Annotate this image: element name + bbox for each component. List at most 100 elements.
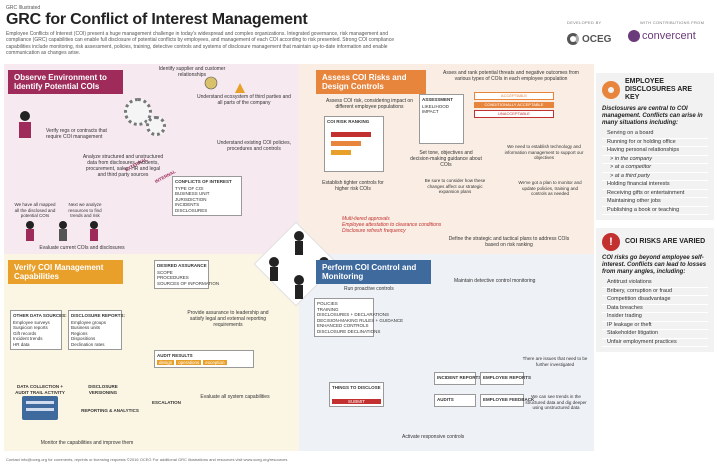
things-to-disclose-card: THINGS TO DISCLOSE SUBMIT [329,382,384,407]
observe-analyze: Analyze structured and unstructured data… [82,154,164,178]
oceg-logo[interactable]: OCEG [567,33,611,45]
other-sources-card: OTHER DATA SOURCES: Employee surveys Sus… [10,310,67,350]
key-icon [602,81,620,99]
report-item: Business units [71,325,101,330]
kicker: GRC Illustrated [6,5,41,11]
disclosure-situation: > at a third party [602,173,708,181]
audits-title: AUDITS [437,397,454,402]
perform-maintain: Maintain detective control monitoring [454,278,536,284]
sidebar: EMPLOYEE DISCLOSURES ARE KEY Disclosures… [596,73,714,352]
intro-text: Employee Conflicts of Interest (COI) pre… [6,31,394,56]
assessment-card: ASSESSMENT LIKELIHOOD IMPACT [419,94,464,144]
control-list-item: TRAINING [317,306,339,312]
audit-results-card: AUDIT RESULTS design operations exceptio… [154,350,254,368]
audits-card: AUDITS [434,394,476,407]
risk-item: IP leakage or theft [602,322,708,330]
risks-lead: COI risks go beyond employee self-intere… [602,255,707,275]
source-item: Incident trends [13,336,43,341]
verify-reporting: REPORTING & ANALYTICS [81,408,139,413]
audit-columns: design operations exception [157,359,251,365]
assess-set-tone: Set tone, objectives and decision-making… [410,150,482,168]
perform-issues: There are issues that need to be further… [522,356,588,367]
control-item: Employee attestation to clearance condit… [342,222,442,228]
disclosure-reports-title: DISCLOSURE REPORTS: [71,313,126,318]
control-list-card: POLICIES TRAINING DISCLOSURES + DECLARAT… [314,298,404,337]
verify-banner: Verify COI Management Capabilities [8,260,123,284]
convercent-mark-icon [628,30,640,42]
desired-assurance-title: DESIRED ASSURANCE [157,263,207,268]
control-list-item: DISCLOSURE DECLINATIONS [317,328,381,334]
coi-ranking-card: COI RISK RANKING [324,116,384,172]
conflicts-card-title: CONFLICTS OF INTEREST [175,179,232,184]
report-item: Declination rates [71,341,105,347]
submit-button[interactable]: SUBMIT [332,398,381,404]
perform-quadrant [299,254,594,451]
acceptable-level: ACCEPTABLE [474,92,554,100]
observe-verify-regs: Verify regs or contracts that require CO… [46,128,107,140]
desired-item: PROCEDURES [157,275,189,280]
assess-define: Define the strategic and tactical plans … [448,236,570,248]
disclosure-situation: > at a competitor [602,164,708,173]
server-icon [22,396,58,420]
incident-reports-card: INCIDENT REPORTS [434,372,481,385]
observe-evaluate: Evaluate current COIs and disclosures [39,245,125,251]
oceg-wordmark: OCEG [582,33,612,45]
risks-list: Antitrust violations Bribery, corruption… [602,279,708,347]
assess-rank: Asses and rank potential threats and neg… [443,70,579,82]
disclosure-situation: > in the company [602,156,708,164]
assess-controls-list: Multi-tiered approvals Employee attestat… [342,216,442,234]
desired-assurance-card: DESIRED ASSURANCE SCOPE PROCEDURES SOURC… [154,260,220,289]
assess-risk: Assess COI risk, considering impact on d… [326,98,413,110]
control-list-item: DECISION-MAKING RULES + GUIDANCE [317,317,404,323]
conditional-level: CONDITIONALLY ACCEPTABLE [474,102,554,108]
source-item: HR data [13,341,30,347]
observe-quadrant [4,64,299,254]
impact-label: IMPACT [422,109,439,114]
center-people-illustration [269,231,329,299]
perform-banner: Perform COI Control and Monitoring [316,260,431,284]
globe-icon [204,76,218,90]
source-item: Gift records [13,330,37,336]
disclosure-situation: Receiving gifts or entertainment [602,190,708,198]
convercent-logo[interactable]: convercent [628,30,696,42]
disclosures-panel: EMPLOYEE DISCLOSURES ARE KEY Disclosures… [596,73,714,220]
verify-monitor: Monitor the capabilities and improve the… [40,440,134,446]
risk-item: Antitrust violations [602,279,708,288]
employee-reports-title: EMPLOYEE REPORTS [483,375,532,380]
disclosure-reports-card: DISCLOSURE REPORTS: Employee groups Busi… [68,310,126,350]
likelihood-label: LIKELIHOOD [422,103,450,109]
observe-analyze-note: Next we analyze resources to find trends… [68,202,102,218]
gear-icon [124,98,152,126]
desired-item: SOURCES OF INFORMATION [157,280,220,286]
observe-banner: Observe Environment to Identify Potentia… [8,70,123,94]
person-icon [19,111,31,138]
control-list-item: ENHANCED CONTROLS [317,323,369,328]
desired-item: SCOPE [157,269,173,275]
risks-panel: ! COI RISKS ARE VARIED COI risks go beyo… [596,228,714,352]
disclosures-lead: Disclosures are central to COI managemen… [602,106,703,126]
control-list-item: POLICIES [317,301,338,306]
employee-feedback-title: EMPLOYEE FEEDBACK [483,397,535,402]
conflicts-card-item: INCIDENTS [175,202,200,207]
source-item: Suspicion reports [13,325,48,330]
disclosures-title: EMPLOYEE DISCLOSURES ARE KEY [625,78,693,101]
disclosures-header: EMPLOYEE DISCLOSURES ARE KEY [602,78,708,102]
report-item: Dispositions [71,336,96,341]
assess-banner: Assess COI Risks and Design Controls [316,70,426,94]
page-title: GRC for Conflict of Interest Management [6,11,308,28]
control-list-item: DISCLOSURES + DECLARATIONS [317,312,390,317]
employee-feedback-card: EMPLOYEE FEEDBACK [480,394,535,407]
verify-escalation: ESCALATION [152,400,181,405]
report-item: Employee groups [71,319,107,325]
footer-note: Contact info@oceg.org for comments, repr… [6,457,288,462]
risk-item: Stakeholder litigation [602,330,708,339]
verify-versioning: DISCLOSURE VERSIONING [88,384,118,395]
audit-col: exception [203,359,227,365]
risks-title: COI RISKS ARE VARIED [625,238,706,245]
conflicts-card: CONFLICTS OF INTEREST TYPE OF COI BUSINE… [172,176,242,216]
perform-activate: Activate responsive controls [402,434,465,440]
risk-item: Bribery, corruption or fraud [602,288,708,296]
contributions-label: WITH CONTRIBUTIONS FROM [640,20,705,25]
employee-reports-card: EMPLOYEE REPORTS [480,372,532,385]
things-to-disclose-title: THINGS TO DISCLOSE [332,385,381,390]
